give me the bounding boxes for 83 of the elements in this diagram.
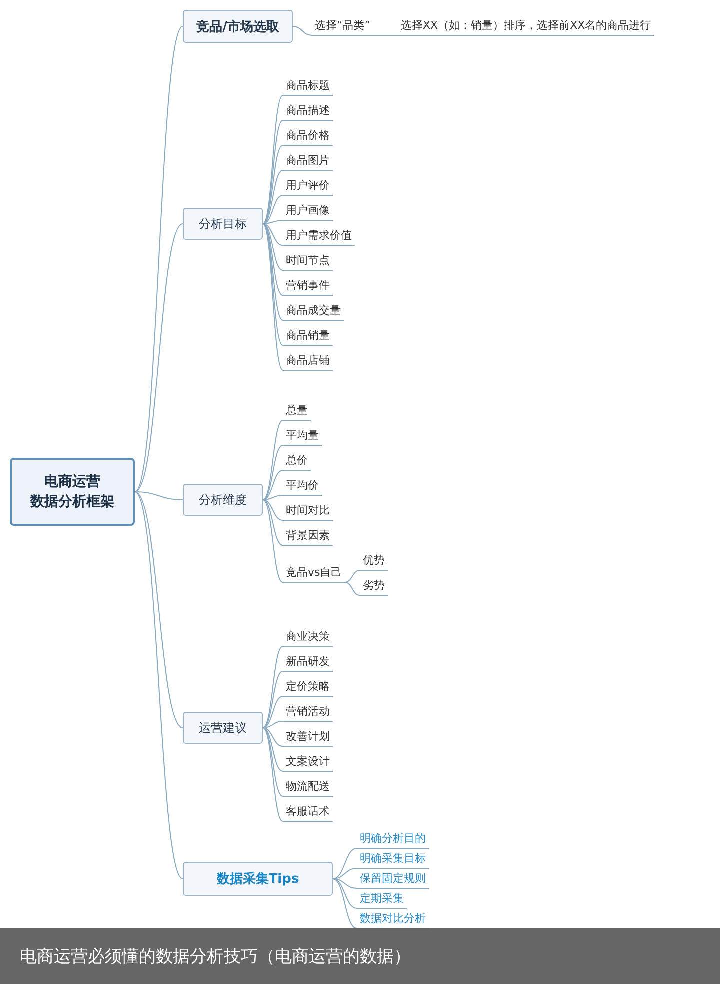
branch-line: [262, 696, 284, 728]
subtopic-label: 平均价: [283, 478, 322, 496]
topic-box: 数据采集Tips: [183, 862, 333, 896]
subtopic-label: 选择“品类”: [312, 18, 374, 36]
topic-box: 运营建议: [183, 712, 263, 744]
subtopic-label: 背景因素: [283, 528, 333, 546]
branch-line: [134, 224, 184, 492]
topic-box: 分析维度: [183, 484, 263, 516]
topic-text: 电商运营: [44, 472, 100, 492]
subtopic-label: 时间对比: [283, 503, 333, 521]
subtopic-label: 营销活动: [283, 704, 333, 722]
branch-line: [262, 170, 284, 224]
branch-line: [262, 224, 284, 346]
branch-line: [262, 224, 284, 271]
subtopic-label: 明确分析目的: [357, 831, 429, 849]
branch-line: [262, 728, 284, 822]
subtopic-label: 营销事件: [283, 278, 333, 296]
branch-line: [262, 145, 284, 224]
subtopic-label: 商品图片: [283, 153, 333, 171]
subtopic-label: 保留固定规则: [357, 871, 429, 889]
branch-line: [262, 646, 284, 728]
subtopic-label: 定期采集: [357, 891, 407, 909]
subtopic-label: 用户需求价值: [283, 228, 355, 246]
branch-line: [262, 728, 284, 747]
subtopic-label: 新品研发: [283, 654, 333, 672]
branch-line: [262, 500, 284, 583]
subtopic-label: 总价: [283, 453, 311, 471]
subtopic-label: 平均量: [283, 428, 322, 446]
subtopic-label: 时间节点: [283, 253, 333, 271]
branch-line: [372, 35, 398, 36]
subtopic-label: 劣势: [360, 578, 388, 596]
subtopic-label: 客服话术: [283, 804, 333, 822]
branch-line: [262, 445, 284, 500]
subtopic-label: 商品价格: [283, 128, 333, 146]
branch-line: [262, 728, 284, 772]
branch-line: [134, 492, 184, 500]
subtopic-label: 物流配送: [283, 779, 333, 797]
branch-line: [332, 878, 358, 929]
branch-line: [262, 220, 284, 224]
subtopic-label: 定价策略: [283, 679, 333, 697]
branch-line: [292, 26, 312, 36]
subtopic-label: 竞品vs自己: [283, 565, 346, 583]
branch-line: [262, 420, 284, 500]
central-topic-box: [10, 458, 135, 526]
branch-line: [262, 671, 284, 728]
branch-line: [262, 224, 284, 371]
subtopic-label: 用户画像: [283, 203, 333, 221]
subtopic-label: 优势: [360, 553, 388, 571]
subtopic-label: 改善计划: [283, 729, 333, 747]
branch-line: [332, 878, 358, 909]
branch-line: [262, 721, 284, 728]
subtopic-label: 商品销量: [283, 328, 333, 346]
branch-line: [262, 728, 284, 797]
topic-box: 竞品/市场选取: [183, 10, 293, 43]
branch-line: [262, 500, 284, 546]
branch-line: [262, 195, 284, 224]
subtopic-label: 商业决策: [283, 629, 333, 647]
subtopic-label: 商品店铺: [283, 353, 333, 371]
branch-line: [344, 570, 360, 583]
branch-line: [262, 120, 284, 224]
subtopic-label: 商品描述: [283, 103, 333, 121]
subtopic-label: 总量: [283, 403, 311, 421]
branch-line: [134, 492, 184, 880]
branch-line: [344, 582, 360, 596]
branch-line: [262, 500, 284, 521]
subtopic-label: 明确采集目标: [357, 851, 429, 869]
branch-line: [262, 224, 284, 246]
subtopic-label: 商品标题: [283, 78, 333, 96]
branch-line: [262, 495, 284, 500]
branch-line: [262, 95, 284, 224]
branch-line: [134, 26, 184, 492]
branch-line: [134, 492, 184, 728]
caption-bar: 电商运营必须懂的数据分析技巧（电商运营的数据）: [0, 928, 720, 984]
branch-line: [262, 224, 284, 296]
subtopic-label: 商品成交量: [283, 303, 344, 321]
branch-line: [332, 878, 358, 889]
subtopic-label: 文案设计: [283, 754, 333, 772]
subtopic-label: 用户评价: [283, 178, 333, 196]
topic-box: 分析目标: [183, 208, 263, 240]
branch-line: [262, 470, 284, 500]
topic-text: 数据分析框架: [30, 493, 114, 512]
branch-line: [332, 848, 358, 880]
subtopic-label: 选择XX（如：销量）排序，选择前XX名的商品进行: [398, 18, 654, 36]
